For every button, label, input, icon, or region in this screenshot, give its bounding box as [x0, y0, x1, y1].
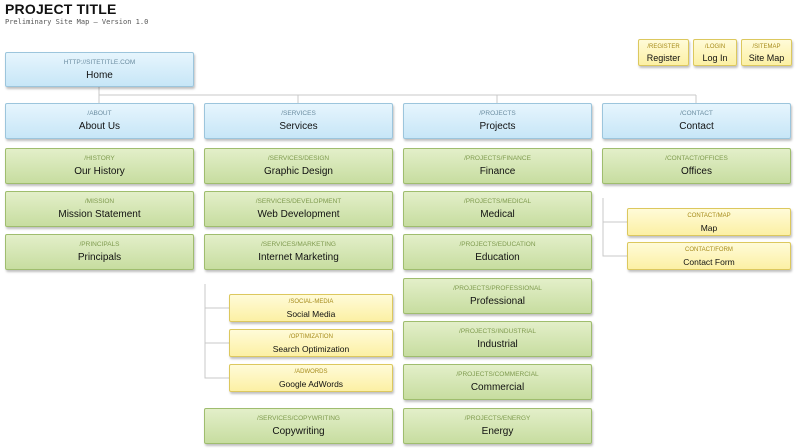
page-offices[interactable]: /CONTACT/OFFICES Offices	[602, 148, 791, 184]
page-label: Social Media	[286, 309, 336, 319]
page-label: Search Optimization	[272, 344, 350, 354]
page-medical[interactable]: /PROJECTS/MEDICAL Medical	[403, 191, 592, 227]
page-energy[interactable]: /PROJECTS/ENERGY Energy	[403, 408, 592, 444]
section-label: Contact	[679, 121, 714, 132]
section-path: /PROJECTS	[479, 110, 516, 117]
page-label: Finance	[479, 166, 516, 177]
register-path: /REGISTER	[647, 44, 680, 50]
section-label: About Us	[78, 121, 121, 132]
page-map[interactable]: CONTACT/MAP Map	[627, 208, 791, 236]
page-path: /SERVICES/DESIGN	[267, 155, 330, 162]
page-internet-marketing[interactable]: /SERVICES/MARKETING Internet Marketing	[204, 234, 393, 270]
page-label: Principals	[77, 252, 122, 263]
page-path: /PROJECTS/INDUSTRIAL	[459, 328, 536, 335]
page-finance[interactable]: /PROJECTS/FINANCE Finance	[403, 148, 592, 184]
page-label: Commercial	[470, 382, 525, 393]
page-path: /SOCIAL-MEDIA	[288, 299, 334, 305]
page-path: /ADWORDS	[294, 369, 328, 375]
page-path: /PROJECTS/EDUCATION	[459, 241, 536, 248]
page-path: /HISTORY	[84, 155, 115, 162]
page-path: /CONTACT/OFFICES	[665, 155, 728, 162]
page-label: Professional	[469, 296, 526, 307]
page-google-adwords[interactable]: /ADWORDS Google AdWords	[229, 364, 393, 392]
page-path: CONTACT/MAP	[687, 213, 731, 219]
home-path: HTTP://SITETITLE.COM	[63, 59, 136, 66]
page-professional[interactable]: /PROJECTS/PROFESSIONAL Professional	[403, 278, 592, 314]
register-label: Register	[646, 53, 681, 63]
page-commercial[interactable]: /PROJECTS/COMMERCIAL Commercial	[403, 364, 592, 400]
page-label: Google AdWords	[278, 379, 344, 389]
page-path: /OPTIMIZATION	[289, 334, 333, 340]
page-label: Education	[475, 252, 520, 263]
login-button[interactable]: /LOGIN Log In	[693, 39, 737, 66]
page-search-optimization[interactable]: /OPTIMIZATION Search Optimization	[229, 329, 393, 357]
page-title: PROJECT TITLE	[5, 1, 117, 17]
page-path: /PROJECTS/ENERGY	[464, 415, 531, 422]
page-path: /SERVICES/DEVELOPMENT	[255, 198, 342, 205]
page-path: /PROJECTS/MEDICAL	[463, 198, 532, 205]
section-path: /SERVICES	[281, 110, 316, 117]
section-label: Projects	[479, 121, 516, 132]
page-path: /PROJECTS/FINANCE	[464, 155, 531, 162]
page-subtitle: Preliminary Site Map — Version 1.0	[5, 18, 149, 26]
page-label: Map	[700, 223, 718, 233]
login-path: /LOGIN	[704, 44, 726, 50]
page-industrial[interactable]: /PROJECTS/INDUSTRIAL Industrial	[403, 321, 592, 357]
page-label: Our History	[74, 166, 125, 177]
page-web-development[interactable]: /SERVICES/DEVELOPMENT Web Development	[204, 191, 393, 227]
page-copywriting[interactable]: /SERVICES/COPYWRITING Copywriting	[204, 408, 393, 444]
page-education[interactable]: /PROJECTS/EDUCATION Education	[403, 234, 592, 270]
page-label: Mission Statement	[58, 209, 141, 220]
page-mission-statement[interactable]: /MISSION Mission Statement	[5, 191, 194, 227]
section-services[interactable]: /SERVICES Services	[204, 103, 393, 139]
section-path: /ABOUT	[87, 110, 112, 117]
page-path: /PRINCIPALS	[79, 241, 120, 248]
page-label: Copywriting	[272, 426, 325, 437]
page-label: Contact Form	[683, 257, 735, 267]
page-label: Medical	[480, 209, 515, 220]
section-path: /CONTACT	[680, 110, 713, 117]
page-path: /SERVICES/MARKETING	[260, 241, 336, 248]
page-our-history[interactable]: /HISTORY Our History	[5, 148, 194, 184]
page-contact-form[interactable]: CONTACT/FORM Contact Form	[627, 242, 791, 270]
page-path: /PROJECTS/COMMERCIAL	[456, 371, 539, 378]
sitemap-button[interactable]: /SITEMAP Site Map	[741, 39, 792, 66]
page-label: Internet Marketing	[258, 252, 339, 263]
home-label: Home	[86, 70, 113, 81]
page-label: Industrial	[477, 339, 518, 350]
section-projects[interactable]: /PROJECTS Projects	[403, 103, 592, 139]
page-social-media[interactable]: /SOCIAL-MEDIA Social Media	[229, 294, 393, 322]
page-path: CONTACT/FORM	[685, 247, 733, 253]
page-path: /SERVICES/COPYWRITING	[257, 415, 340, 422]
page-label: Graphic Design	[264, 166, 333, 177]
register-button[interactable]: /REGISTER Register	[638, 39, 689, 66]
sitemap-path: /SITEMAP	[752, 44, 781, 50]
section-about[interactable]: /ABOUT About Us	[5, 103, 194, 139]
section-label: Services	[279, 121, 318, 132]
page-label: Energy	[481, 426, 514, 437]
page-path: /PROJECTS/PROFESSIONAL	[453, 285, 542, 292]
section-contact[interactable]: /CONTACT Contact	[602, 103, 791, 139]
sitemap-label: Site Map	[748, 53, 785, 63]
page-path: /MISSION	[84, 198, 115, 205]
login-label: Log In	[702, 53, 728, 63]
page-label: Offices	[681, 166, 712, 177]
page-graphic-design[interactable]: /SERVICES/DESIGN Graphic Design	[204, 148, 393, 184]
page-label: Web Development	[257, 209, 340, 220]
home-node[interactable]: HTTP://SITETITLE.COM Home	[5, 52, 194, 87]
page-principals[interactable]: /PRINCIPALS Principals	[5, 234, 194, 270]
